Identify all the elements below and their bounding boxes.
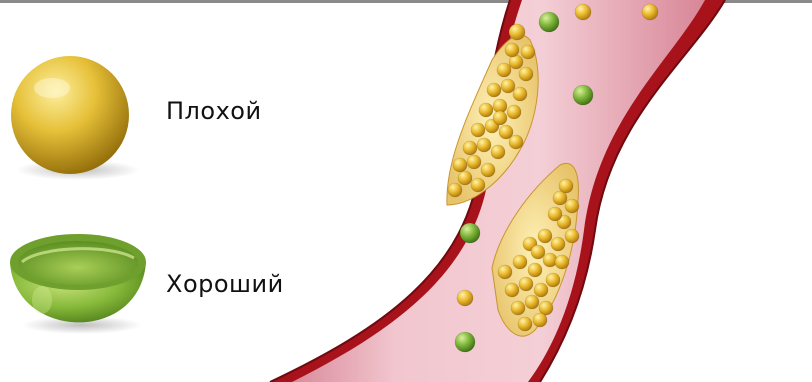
plaque-particle: [546, 273, 560, 287]
plaque-particle: [471, 123, 485, 137]
plaque-particle: [453, 158, 467, 172]
plaque-particle: [487, 83, 501, 97]
plaque-particle: [467, 155, 481, 169]
plaque-particle: [507, 105, 521, 119]
plaque-particle: [493, 111, 507, 125]
plaque-particle: [521, 45, 535, 59]
plaque-particle: [525, 295, 539, 309]
plaque-particle: [513, 255, 527, 269]
plaque-particle: [491, 145, 505, 159]
green-particle: [460, 223, 480, 243]
good-label: Хороший: [166, 270, 284, 298]
plaque-particle: [481, 163, 495, 177]
green-particle: [573, 85, 593, 105]
green-hemisphere-icon: [10, 234, 146, 334]
plaque-particle: [543, 253, 557, 267]
yellow-particle: [509, 24, 525, 40]
plaque-particle: [534, 283, 548, 297]
plaque-particle: [538, 229, 552, 243]
plaque-particle: [498, 265, 512, 279]
plaque-particle: [505, 283, 519, 297]
plaque-particle: [497, 63, 511, 77]
yellow-particle: [457, 290, 473, 306]
plaque-particle: [559, 179, 573, 193]
plaque-particle: [551, 237, 565, 251]
plaque-particle: [501, 79, 515, 93]
yellow-particle: [642, 4, 658, 20]
plaque-particle: [533, 313, 547, 327]
plaque-particle: [519, 67, 533, 81]
green-particle: [539, 12, 559, 32]
plaque-particle: [528, 263, 542, 277]
plaque-particle: [448, 183, 462, 197]
yellow-sphere-icon: [11, 56, 140, 180]
plaque-particle: [531, 245, 545, 259]
plaque-particle: [565, 229, 579, 243]
yellow-particle: [575, 4, 591, 20]
green-particle: [455, 332, 475, 352]
plaque-particle: [505, 43, 519, 57]
plaque-particle: [519, 277, 533, 291]
plaque-particle: [555, 255, 569, 269]
plaque-particle: [513, 87, 527, 101]
plaque-particle: [509, 135, 523, 149]
plaque-particle: [471, 178, 485, 192]
plaque-particle: [511, 301, 525, 315]
plaque-particle: [477, 138, 491, 152]
plaque-particle: [565, 199, 579, 213]
plaque-particle: [458, 171, 472, 185]
bad-label: Плохой: [166, 97, 262, 125]
plaque-particle: [463, 141, 477, 155]
plaque-particle: [548, 207, 562, 221]
plaque-particle: [518, 317, 532, 331]
plaque-particle: [479, 103, 493, 117]
